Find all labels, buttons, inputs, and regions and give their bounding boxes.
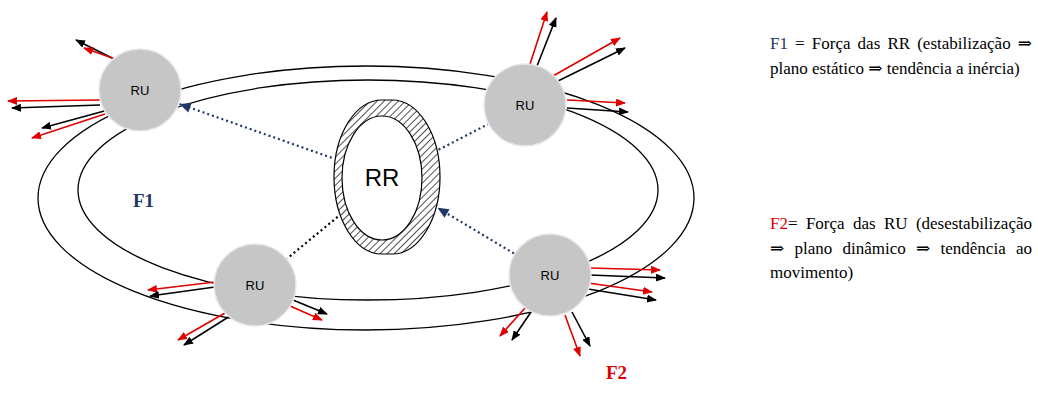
ru-node: RU	[508, 233, 592, 317]
node-label: RR	[365, 164, 400, 192]
legend-note: F1 = Força das RR (estabilização ⇒ plano…	[770, 32, 1032, 81]
note-text: = Força das RU (desestabilização ⇒ plano…	[770, 214, 1032, 282]
ru-node: RU	[213, 243, 297, 327]
rr-node: RR	[330, 98, 442, 256]
node-text-holder: RU	[483, 63, 567, 147]
dotted-line	[439, 124, 488, 149]
node-text-holder: RU	[98, 48, 182, 132]
note-text: = Força das RR (estabilização ⇒ plano es…	[770, 34, 1032, 78]
dotted-line	[287, 217, 337, 258]
note-text: F2	[770, 214, 788, 233]
force-label: F2	[606, 362, 627, 384]
force-connector	[287, 217, 337, 258]
dotted-line	[180, 104, 332, 158]
ru-node: RU	[98, 48, 182, 132]
force-connector	[438, 208, 514, 254]
ru-node: RU	[483, 63, 567, 147]
force-label: F1	[133, 190, 154, 212]
note-text: F1	[770, 34, 788, 53]
node-text-holder: RU	[508, 233, 592, 317]
node-label: RU	[541, 268, 560, 283]
force-arrows	[8, 12, 665, 356]
arrowhead	[180, 103, 192, 112]
force-connector	[180, 103, 332, 158]
arrowhead	[438, 208, 450, 218]
legend-note: F2= Força das RU (desestabilização ⇒ pla…	[770, 212, 1032, 286]
node-label: RU	[246, 278, 265, 293]
node-label: RU	[516, 98, 535, 113]
dotted-line	[438, 208, 514, 254]
node-text-holder: RU	[213, 243, 297, 327]
force-connector	[439, 124, 488, 149]
node-label: RU	[131, 83, 150, 98]
node-text-holder: RR	[342, 116, 422, 240]
